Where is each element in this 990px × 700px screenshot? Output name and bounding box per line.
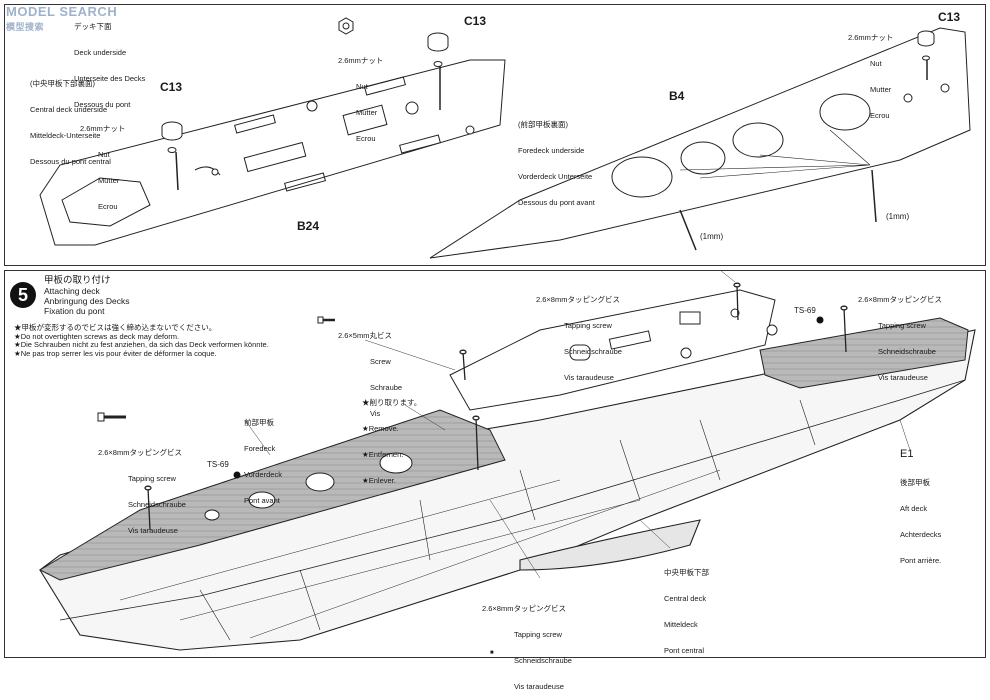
part-c13-right: C13 bbox=[938, 10, 961, 24]
central-deck-underside-plate bbox=[39, 59, 506, 246]
footer-mark: ■ bbox=[490, 650, 494, 656]
watermark-logo: MODEL SEARCH bbox=[6, 4, 118, 19]
nut-assemblies-top-left bbox=[161, 17, 449, 191]
tapping-screw-right-label: 2.6×8mmタッピングビス Tapping screw Schneidschr… bbox=[858, 295, 942, 382]
part-e1: E1 bbox=[900, 448, 914, 460]
caution-notes: ★甲板が変形するのでビスは強く締め込まないでください。 ★Do not over… bbox=[14, 323, 269, 358]
remove-label: ★削り取ります。 ★Remove. ★Entfernen. ★Enlever. bbox=[362, 398, 422, 485]
foredeck-underside-label: (前部甲板裏面) Foredeck underside Vorderdeck U… bbox=[518, 120, 595, 207]
screw-5mm-label: 2.6×5mm丸ビス Screw Schraube Vis bbox=[338, 331, 403, 418]
dim-1mm-right: (1mm) bbox=[886, 212, 910, 221]
paint-marker-left bbox=[233, 471, 241, 479]
part-b4: B4 bbox=[669, 89, 685, 103]
foredeck-part bbox=[38, 409, 506, 581]
nut-assembly-top-right bbox=[917, 30, 935, 80]
foredeck-label: 前部甲板 Foredeck Vorderdeck Pont avant bbox=[244, 418, 282, 505]
tapping-screws bbox=[144, 282, 848, 531]
hull-shape bbox=[39, 329, 976, 651]
instruction-line-art bbox=[38, 17, 976, 651]
step-number: 5 bbox=[10, 282, 36, 308]
paint-ts69-left: TS-69 bbox=[207, 460, 229, 469]
nut-label-left: 2.6mmナット Nut Mutter Ecrou bbox=[80, 124, 126, 211]
paint-marker-right bbox=[816, 316, 824, 324]
aft-deck-part bbox=[759, 317, 969, 389]
nut-label-mid: 2.6mmナット Nut Mutter Ecrou bbox=[338, 56, 384, 143]
part-b24: B24 bbox=[297, 219, 320, 233]
top-panel bbox=[4, 4, 986, 266]
deck-underside-label: デッキ下面 Deck underside Unterseite des Deck… bbox=[74, 22, 146, 109]
foredeck-underside-plate bbox=[429, 27, 971, 259]
leader-lines bbox=[244, 269, 911, 579]
central-deck-label: 中央甲板下部 Central deck Mitteldeck Pont cent… bbox=[664, 568, 709, 655]
part-c13-left: C13 bbox=[160, 80, 183, 94]
step5-panel bbox=[4, 270, 986, 658]
aft-deck-label: 後部甲板 Aft deck Achterdecks Pont arrière. bbox=[900, 478, 942, 565]
paint-ts69-right: TS-69 bbox=[794, 306, 816, 315]
step-title: 甲板の取り付け Attaching deck Anbringung des De… bbox=[44, 275, 130, 317]
watermark-subtext: 模型搜索 bbox=[6, 22, 45, 32]
tapping-screw-left-label: 2.6×8mmタッピングビス Tapping screw Schneidschr… bbox=[98, 448, 186, 535]
nut-label-right: 2.6mmナット Nut Mutter Ecrou bbox=[848, 33, 894, 120]
screw-icons bbox=[97, 316, 335, 422]
central-underside-label: (中央甲板下部裏面) Central deck underside Mittel… bbox=[30, 79, 111, 166]
central-deck-part bbox=[449, 289, 778, 411]
part-c13-mid: C13 bbox=[464, 14, 487, 28]
tapping-screw-bottom-label: 2.6×8mmタッピングビス Tapping screw Schneidschr… bbox=[482, 604, 572, 691]
dim-1mm-left: (1mm) bbox=[700, 232, 724, 241]
tapping-screw-top-label: 2.6×8mmタッピングビス Tapping screw Schneidschr… bbox=[536, 295, 622, 382]
